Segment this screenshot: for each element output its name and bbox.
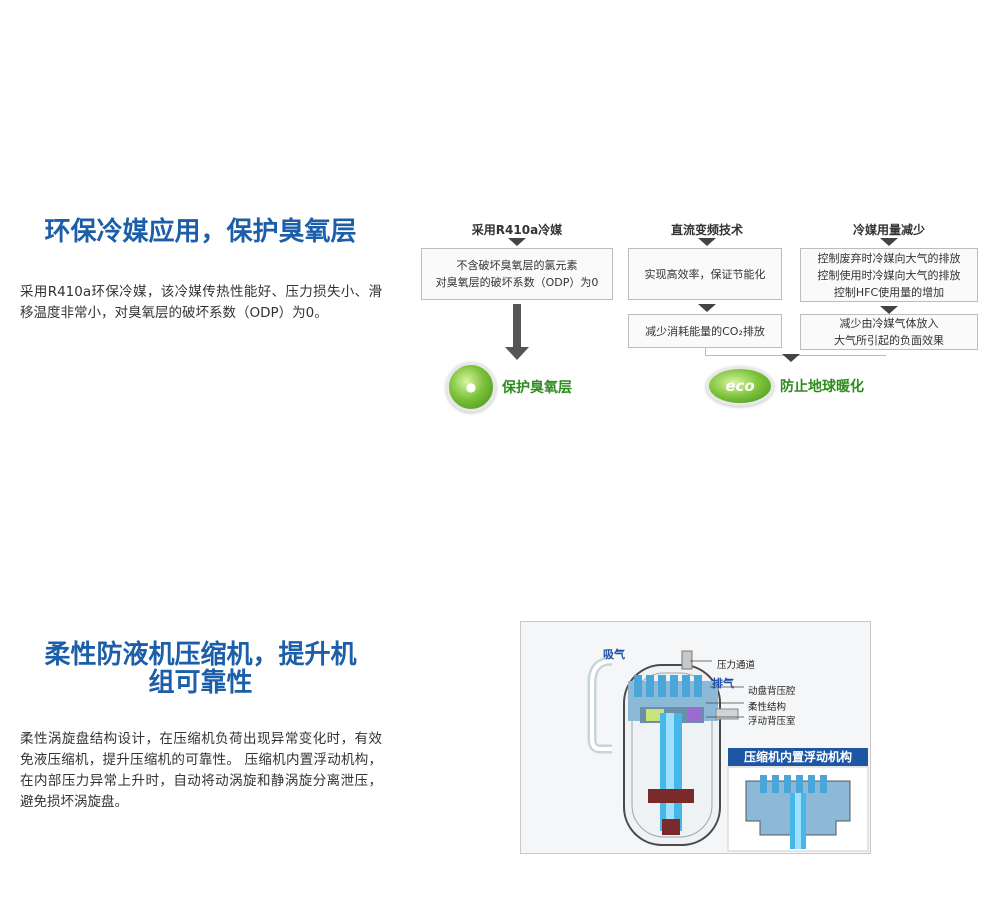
box-co2-reduction: 减少消耗能量的CO₂排放 [628, 314, 782, 348]
badge-prevent-warming: eco 防止地球暖化 [706, 366, 864, 406]
box-line: 实现高效率，保证节能化 [644, 267, 766, 281]
arrow-down-icon [880, 238, 898, 246]
arrow-down-icon [782, 354, 800, 362]
section2-title-line1: 柔性防液机压缩机，提升机 [44, 640, 357, 670]
label-flexible-structure: 柔性结构 [748, 702, 787, 713]
label-suction: 吸气 [603, 648, 625, 661]
section2-title-line2: 组可靠性 [148, 668, 253, 698]
box-line: 对臭氧层的破坏系数（ODP）为0 [435, 276, 599, 289]
arrow-down-icon [698, 304, 716, 312]
badge-label: 保护臭氧层 [502, 380, 572, 396]
eco-icon: eco [706, 366, 774, 406]
label-moving-back-chamber: 动盘背压腔 [748, 686, 796, 697]
section1-title: 环保冷媒应用，保护臭氧层 [44, 217, 357, 247]
arrow-down-icon [880, 306, 898, 314]
box-line: 大气所引起的负面效果 [834, 334, 944, 347]
arrow-shaft [513, 304, 521, 348]
box-line: 控制废弃时冷媒向大气的排放 [817, 251, 961, 265]
compressor-illustration [587, 650, 869, 852]
arrow-down-icon [698, 238, 716, 246]
label-exhaust: 排气 [712, 677, 734, 690]
box-line: 不含破坏臭氧层的氯元素 [456, 259, 578, 272]
box-high-efficiency: 实现高效率，保证节能化 [628, 248, 782, 300]
section2-title: 柔性防液机压缩机，提升机 组可靠性 [18, 641, 383, 697]
earth-icon: ● [446, 362, 496, 412]
section1-body: 采用R410a环保冷媒，该冷媒传热性能好、压力损失小、滑移温度非常小，对臭氧层的… [20, 284, 382, 321]
box-line: 控制使用时冷媒向大气的排放 [817, 268, 961, 282]
arrow-down-icon [508, 238, 526, 246]
box-atmosphere-effect: 减少由冷媒气体放入 大气所引起的负面效果 [800, 314, 978, 350]
label-pressure-channel: 压力通道 [717, 660, 756, 671]
box-line: 减少消耗能量的CO₂排放 [645, 324, 765, 338]
section2-body: 柔性涡旋盘结构设计，在压缩机负荷出现异常变化时，有效免液压缩机，提升压缩机的可靠… [20, 731, 382, 810]
arrow-down-icon [505, 347, 529, 360]
box-line: 控制HFC使用量的增加 [833, 285, 945, 299]
box-emission-control: 控制废弃时冷媒向大气的排放 控制使用时冷媒向大气的排放 控制HFC使用量的增加 [800, 248, 978, 302]
badge-label: 防止地球暖化 [780, 379, 864, 395]
badge-protect-ozone: ● 保护臭氧层 [446, 362, 572, 412]
floating-mechanism-banner: 压缩机内置浮动机构 [728, 748, 868, 766]
label-floating-back-chamber: 浮动背压室 [748, 716, 796, 727]
diagram-head-inverter: 直流变频技术 [670, 223, 743, 237]
box-line: 减少由冷媒气体放入 [839, 317, 939, 330]
diagram-head-refrigerant-reduction: 冷媒用量减少 [852, 223, 925, 237]
connector-line [705, 348, 706, 356]
diagram-head-r410a: 采用R410a冷媒 [471, 223, 563, 237]
box-no-chlorine: 不含破坏臭氧层的氯元素 对臭氧层的破坏系数（ODP）为0 [421, 248, 613, 300]
